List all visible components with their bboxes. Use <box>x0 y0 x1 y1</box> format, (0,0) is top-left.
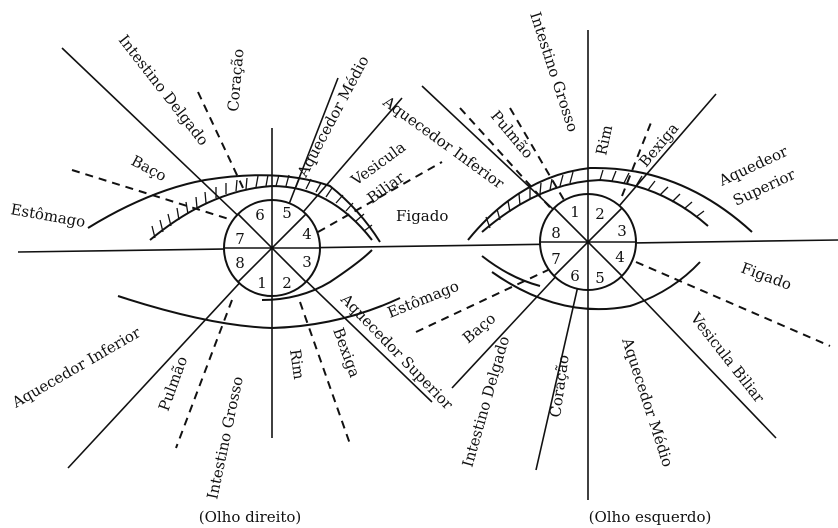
right-eye-lashes <box>151 174 373 239</box>
right-eye-lower-lid <box>261 249 373 301</box>
right-eye-sector-3: 3 <box>302 253 312 271</box>
left-label-coracao: Coração <box>546 354 573 419</box>
right-eye-radial-line <box>67 247 273 469</box>
right-eye-sector-4: 4 <box>302 225 312 243</box>
right-eye-lash-line <box>149 184 373 241</box>
left-eye-sector-4: 4 <box>615 248 625 266</box>
right-label-aquecedor-inferior: Aquecedor Inferior <box>8 323 144 412</box>
left-eye-dashed-line <box>509 107 565 201</box>
left-eye-caption: (Olho esquerdo) <box>589 508 712 526</box>
right-eye-lower-outer-lid <box>117 295 401 330</box>
right-eye-caption: (Olho direito) <box>199 508 302 526</box>
left-eye-dashed-line <box>459 107 557 215</box>
left-label-intestino-delgado: Intestino Delgado <box>459 334 514 469</box>
left-eye-dashed-line <box>415 269 549 333</box>
horizontal-axis <box>17 239 838 253</box>
right-eye-sector-6: 6 <box>255 206 265 224</box>
left-eye-dashed-line <box>635 261 831 347</box>
right-label-rim: Rim <box>286 348 308 381</box>
left-eye-upper-lid <box>467 166 753 241</box>
left-eye-sector-divider <box>553 207 623 277</box>
right-eye-dashed-line <box>299 301 351 445</box>
left-label-aquecedor-medio: Aquecedor Médio <box>618 335 677 469</box>
left-eye: 1 2 3 4 5 6 7 8 Intestino Grosso Aqueced… <box>379 10 831 526</box>
left-eye-sector-3: 3 <box>617 222 627 240</box>
right-label-intestino-delgado: Intestino Delgado <box>115 31 213 149</box>
right-eye-sector-1: 1 <box>257 274 267 292</box>
left-eye-lower-inner-lid <box>481 255 541 287</box>
right-label-bexiga: Bexiga <box>329 325 364 380</box>
left-eye-lashes <box>485 169 705 229</box>
right-eye-sector-7: 7 <box>235 230 245 248</box>
left-label-intestino-grosso: Intestino Grosso <box>526 10 582 135</box>
left-label-rim: Rim <box>592 123 616 156</box>
right-eye-sector-5: 5 <box>282 204 292 222</box>
right-label-baco: Baço <box>128 152 169 185</box>
left-eye-sector-8: 8 <box>551 224 561 242</box>
right-eye-sector-divider <box>237 213 307 283</box>
right-eye-sector-8: 8 <box>235 254 245 272</box>
left-eye-sector-7: 7 <box>551 250 561 268</box>
left-eye-lower-lid <box>491 261 701 311</box>
right-eye-sector-2: 2 <box>282 274 292 292</box>
right-eye-upper-lid <box>87 174 381 243</box>
left-label-figado: Figado <box>739 259 794 294</box>
right-label-figado: Figado <box>396 207 448 225</box>
right-eye-dashed-line <box>175 299 233 449</box>
right-label-estomago: Estômago <box>9 200 86 231</box>
right-eye-dashed-line <box>317 161 443 233</box>
right-label-aquecedor-medio: Aquecedor Médio <box>293 53 373 181</box>
left-eye-sector-5: 5 <box>595 269 605 287</box>
left-label-bexiga: Bexiga <box>635 119 682 170</box>
left-eye-sector-6: 6 <box>570 267 580 285</box>
right-label-pulmao: Pulmão <box>155 354 191 413</box>
right-label-intestino-grosso: Intestino Grosso <box>203 375 247 501</box>
right-eye-dashed-line <box>197 91 245 191</box>
right-label-coracao: Coração <box>224 48 247 112</box>
left-eye-sector-2: 2 <box>595 205 605 223</box>
left-eye-sector-1: 1 <box>570 203 580 221</box>
